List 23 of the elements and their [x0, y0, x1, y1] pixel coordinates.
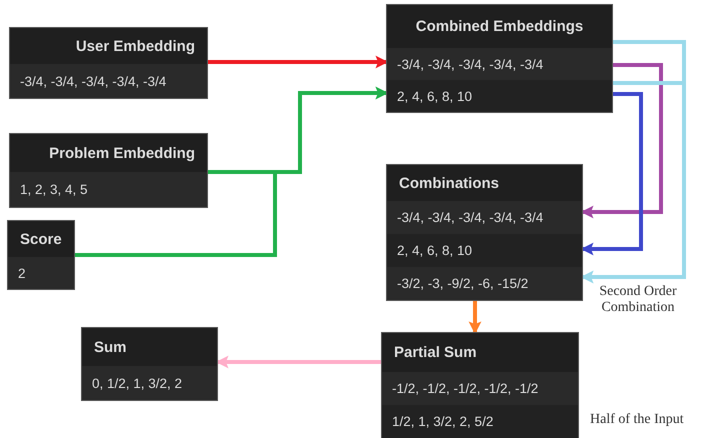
arrow: [468, 300, 482, 334]
arrow: [216, 356, 382, 368]
arrow: [207, 56, 388, 68]
value-row: -3/4, -3/4, -3/4, -3/4, -3/4: [387, 48, 612, 80]
data-table: [382, 333, 578, 438]
value-row: -3/4, -3/4, -3/4, -3/4, -3/4: [10, 64, 207, 98]
side-note: Half of the Input: [590, 412, 684, 428]
value-row: 0, 1/2, 1, 3/2, 2: [82, 366, 217, 400]
value-row: 2: [8, 257, 74, 289]
arrow: [580, 81, 686, 284]
value-row: -3/4, -3/4, -3/4, -3/4, -3/4: [387, 201, 582, 234]
value-row: -3/2, -3, -9/2, -6, -15/2: [387, 267, 582, 300]
annotation: Second Order Combination: [598, 284, 678, 316]
data-table: [10, 28, 207, 98]
arrow: [580, 63, 663, 218]
data-table: [8, 221, 74, 289]
value-row: 1, 2, 3, 4, 5: [10, 172, 207, 207]
data-table: [387, 165, 582, 300]
data-table: [10, 134, 207, 207]
data-table: [82, 328, 217, 400]
value-row: -1/2, -1/2, -1/2, -1/2, -1/2: [382, 372, 578, 405]
arrow: [580, 92, 643, 256]
data-table: [387, 5, 612, 112]
